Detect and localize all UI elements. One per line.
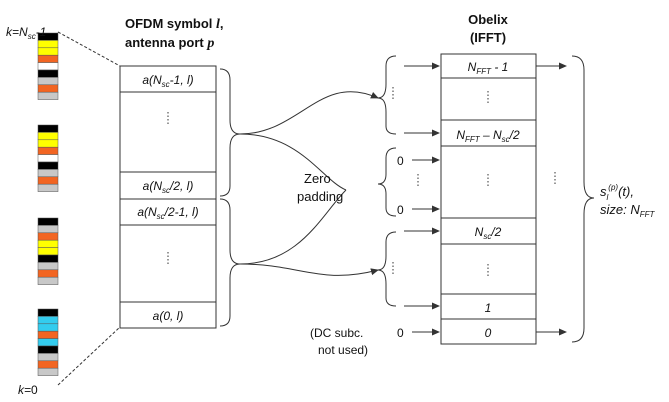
subcarrier-cell-cyan (37, 316, 59, 325)
ifft-cell-middle: Nsc/2 (475, 225, 502, 241)
subcarrier-cell-orange (37, 330, 59, 339)
ofdm-title-line2: antenna port p (125, 35, 214, 51)
strip-bottom-connector (57, 326, 121, 386)
strip-bottom-label: k=0 (18, 383, 38, 397)
ofdm-cell-lower-mid: a(Nsc/2-1, l) (137, 205, 198, 221)
ofdm-cell-upper-mid: a(Nsc/2, l) (143, 179, 194, 195)
subcarrier-cell-black (37, 161, 59, 170)
subcarrier-cell-yellow (37, 247, 59, 256)
ofdm-cell-top: a(Nsc-1, l) (142, 73, 193, 89)
subcarrier-cell-black (37, 69, 59, 78)
subcarrier-cell-gray (37, 225, 59, 234)
subcarrier-cell-orange (37, 54, 59, 63)
dc-note-line1: (DC subc. (310, 326, 363, 340)
subcarrier-cell-gray (37, 77, 59, 86)
output-signal-label: sl(p)(t), (600, 183, 634, 202)
subcarrier-cell-gray (37, 183, 59, 192)
mapping-arc-upper-to-center (239, 133, 347, 191)
subcarrier-cell-orange (37, 176, 59, 185)
ifft-title-line1: Obelix (468, 12, 509, 27)
subcarrier-cell-black (37, 308, 59, 317)
subcarrier-cell-yellow (37, 40, 59, 49)
subcarrier-cell-white (37, 154, 59, 163)
mapping-arrow-lower-half (239, 263, 379, 276)
ifft-title-line2: (IFFT) (470, 30, 506, 45)
subcarrier-cell-yellow (37, 139, 59, 148)
subcarrier-cell-gray (37, 367, 59, 376)
output-size-label: size: NFFT (600, 202, 656, 219)
subcarrier-cell-cyan (37, 338, 59, 347)
ofdm-lower-brace (219, 198, 241, 327)
subcarrier-cell-cyan (37, 323, 59, 332)
dc-zero-input-label: 0 (397, 326, 404, 340)
ifft-zero-input-brace (377, 147, 397, 217)
mapping-arrow-upper-half (239, 91, 379, 135)
mapping-arc-lower-to-center (239, 189, 347, 265)
subcarrier-cell-black (37, 345, 59, 354)
ifft-output-brace (571, 55, 595, 343)
subcarrier-cell-orange (37, 269, 59, 278)
subcarrier-cell-gray (37, 276, 59, 285)
ifft-cell-zero: 0 (485, 326, 492, 340)
ofdm-title-line1: OFDM symbol l, (125, 16, 224, 32)
zero-input-label-1: 0 (397, 154, 404, 168)
zero-padding-line1: Zero (304, 171, 331, 186)
subcarrier-cell-orange (37, 232, 59, 241)
ifft-upper-input-brace (377, 55, 397, 135)
subcarrier-cell-yellow (37, 132, 59, 141)
ifft-cell-one: 1 (485, 301, 492, 315)
subcarrier-cell-yellow (37, 47, 59, 56)
subcarrier-color-strip (37, 32, 59, 376)
ofdm-symbol-column (119, 65, 217, 329)
zero-padding-line2: padding (297, 189, 343, 204)
strip-top-connector (57, 31, 121, 67)
subcarrier-cell-orange (37, 146, 59, 155)
zero-input-label-2: 0 (397, 203, 404, 217)
subcarrier-cell-gray (37, 262, 59, 271)
subcarrier-cell-yellow (37, 239, 59, 248)
subcarrier-cell-gray (37, 91, 59, 100)
subcarrier-cell-black (37, 217, 59, 226)
ifft-lower-input-brace (377, 231, 397, 307)
subcarrier-cell-black (37, 124, 59, 133)
ifft-cell-upper-mid: NFFT – Nsc/2 (456, 128, 520, 144)
subcarrier-cell-white (37, 62, 59, 71)
subcarrier-cell-orange (37, 360, 59, 369)
subcarrier-cell-orange (37, 84, 59, 93)
subcarrier-cell-black (37, 254, 59, 263)
subcarrier-cell-gray (37, 169, 59, 178)
strip-top-label: k=Nsc-1 (6, 25, 46, 41)
ofdm-cell-bottom: a(0, l) (153, 309, 184, 323)
dc-note-line2: not used) (318, 343, 368, 357)
subcarrier-cell-gray (37, 353, 59, 362)
ofdm-upper-brace (219, 68, 241, 197)
ifft-cell-top: NFFT - 1 (468, 60, 509, 76)
